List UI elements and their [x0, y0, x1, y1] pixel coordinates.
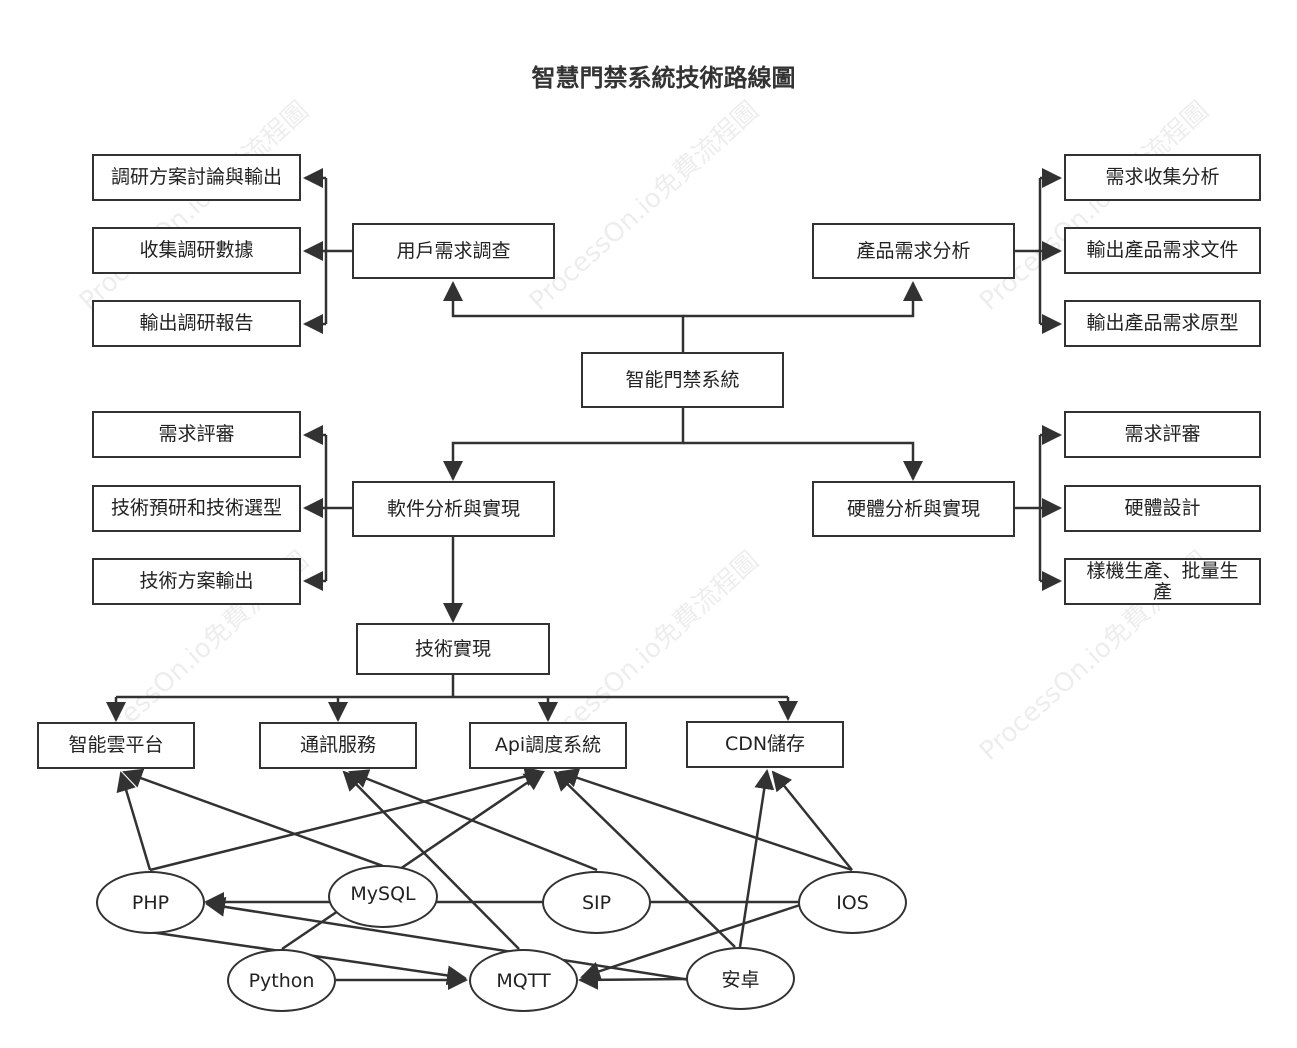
edge-mysql-cloud [122, 768, 384, 868]
edge-ur-bracket [324, 178, 352, 324]
node-ur-2[interactable]: 收集調研數據 [92, 227, 301, 274]
node-ur-1[interactable]: 調研方案討論與輸出 [92, 154, 301, 201]
node-sw-1[interactable]: 需求評審 [92, 411, 301, 458]
edge-python-api [281, 770, 545, 951]
tech-python[interactable]: Python [227, 949, 336, 1012]
node-sw-2[interactable]: 技術預研和技術選型 [92, 485, 301, 532]
edge-root-user-research [443, 281, 685, 352]
tech-mqtt[interactable]: MQTT [469, 949, 578, 1012]
node-hw-1[interactable]: 需求評審 [1064, 411, 1261, 458]
edge-root-product-analysis [683, 281, 923, 318]
node-pa-3[interactable]: 輸出產品需求原型 [1064, 300, 1261, 347]
tech-php[interactable]: PHP [96, 871, 205, 934]
node-pa-1[interactable]: 需求收集分析 [1064, 154, 1261, 201]
edge-tech-bus [116, 675, 788, 699]
node-sw-3[interactable]: 技術方案輸出 [92, 558, 301, 605]
node-hw-3[interactable]: 樣機生產、批量生產 [1064, 558, 1261, 605]
node-software[interactable]: 軟件分析與實現 [352, 481, 555, 537]
edge-ios-mqtt [580, 903, 801, 981]
edge-android-mqtt [578, 969, 689, 990]
node-pa-2[interactable]: 輸出產品需求文件 [1064, 227, 1261, 274]
tech-mysql[interactable]: MySQL [328, 865, 438, 928]
node-hw-2[interactable]: 硬體設計 [1064, 485, 1261, 532]
edge-pa-bracket [1015, 178, 1042, 324]
edge-android-cdn [738, 769, 775, 948]
node-api-dispatch[interactable]: Api調度系統 [469, 722, 627, 769]
node-user-research[interactable]: 用戶需求調查 [352, 223, 555, 279]
edge-ios-cdn [771, 770, 853, 871]
node-root[interactable]: 智能門禁系統 [581, 352, 784, 408]
diagram-title: 智慧門禁系統技術路線圖 [531, 64, 796, 92]
edge-ios-api [558, 768, 853, 872]
edge-mqtt-comm [342, 770, 520, 950]
edge-hw-bracket [1015, 435, 1042, 581]
node-hardware[interactable]: 硬體分析與實現 [812, 481, 1015, 537]
node-cdn-storage[interactable]: CDN儲存 [686, 721, 844, 768]
node-product-analysis[interactable]: 產品需求分析 [812, 223, 1015, 279]
node-comm-service[interactable]: 通訊服務 [259, 722, 417, 769]
edge-php-cloud [116, 771, 152, 871]
edge-php-api [149, 766, 545, 872]
tech-ios[interactable]: IOS [798, 871, 907, 934]
edge-android-api [553, 770, 736, 948]
node-ur-3[interactable]: 輸出調研報告 [92, 300, 301, 347]
tech-sip[interactable]: SIP [542, 871, 651, 934]
node-cloud-platform[interactable]: 智能雲平台 [37, 722, 195, 769]
edge-sw-bracket [324, 435, 352, 581]
edge-root-software [443, 407, 685, 481]
tech-android[interactable]: 安卓 [686, 947, 795, 1010]
edge-sip-comm [348, 769, 598, 872]
edge-root-hardware [683, 441, 923, 481]
node-tech-impl[interactable]: 技術實現 [356, 623, 550, 675]
